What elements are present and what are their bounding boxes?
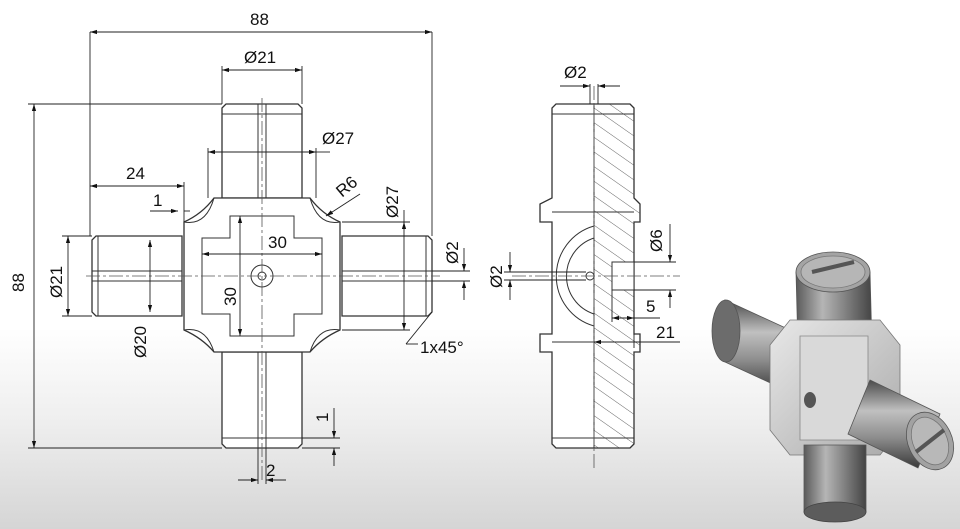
dim-left-hole-diameter: Ø2 xyxy=(487,265,506,288)
dim-right-shoulder-diameter: Ø27 xyxy=(383,186,402,218)
dim-overall-width: 88 xyxy=(250,10,269,29)
section-view xyxy=(512,86,680,470)
section-dimensions: Ø2 Ø2 Ø6 5 21 xyxy=(487,63,680,348)
dim-bore-offset: 21 xyxy=(656,323,675,342)
dim-bottom-step: 1 xyxy=(313,413,332,422)
front-dimensions: 88 88 Ø21 Ø27 24 1 R6 Ø27 xyxy=(9,10,470,484)
dim-neck-diameter: Ø20 xyxy=(131,326,150,358)
dim-chamfer-step: 1 xyxy=(153,191,162,210)
dim-shoulder-diameter: Ø27 xyxy=(322,129,354,148)
dim-square-width: 30 xyxy=(268,233,287,252)
dim-overall-height: 88 xyxy=(9,273,28,292)
dim-pin-hole-diameter: Ø2 xyxy=(443,241,462,264)
cross-inner xyxy=(201,215,323,337)
dim-chamfer-note: 1x45° xyxy=(420,338,464,357)
dim-top-hole-diameter: Ø2 xyxy=(564,63,587,82)
render-3d xyxy=(711,251,955,523)
dim-bore-depth: 5 xyxy=(646,297,655,316)
dim-left-journal-diameter: Ø21 xyxy=(47,266,66,298)
dim-top-journal-diameter: Ø21 xyxy=(244,48,276,67)
dim-groove-width: 2 xyxy=(266,461,275,480)
dim-bore-diameter: Ø6 xyxy=(647,229,666,252)
dim-fillet-radius: R6 xyxy=(332,172,361,201)
dim-left-offset: 24 xyxy=(126,164,145,183)
dim-square-height: 30 xyxy=(221,287,240,306)
front-view xyxy=(86,98,440,480)
